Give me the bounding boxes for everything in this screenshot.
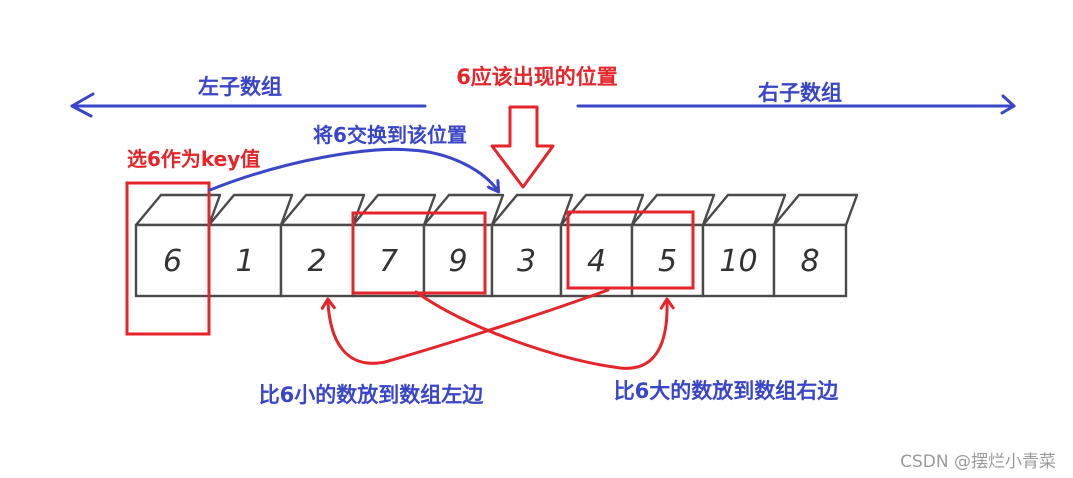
array-cell-value: 7 [379,244,398,279]
array-cell: 7 [351,193,437,298]
smaller-to-left-label: 比6小的数放到数组左边 [259,383,485,407]
array-cell: 2 [279,193,366,298]
select-pivot-label: 选6作为key值 [127,147,260,171]
right-subarray-label: 右子数组 [758,81,842,105]
array-cell-value: 4 [587,244,606,279]
array-cell-value: 2 [307,244,326,279]
array-cell: 9 [422,193,505,298]
array-cell-value: 10 [719,244,757,279]
array-cell: 4 [559,193,645,298]
array-cell-value: 5 [658,244,677,279]
pivot-highlight-box [125,181,211,336]
array-cell-value: 1 [235,244,254,279]
array-cell: 1 [207,193,294,298]
array-cell: 5 [630,193,716,298]
pivot-position-label: 6应该出现的位置 [456,65,618,89]
smaller-to-left-arrow [320,288,610,365]
array-cell: 6 [134,193,222,298]
pivot-position-down-arrow [490,105,555,189]
array-cell-value: 6 [163,244,182,279]
array-cell-value: 8 [800,244,819,279]
swap-to-position-label: 将6交换到该位置 [313,123,467,147]
array-cells: 6 1 2 7 9 3 4 5 10 8 [134,193,859,298]
larger-to-right-label: 比6大的数放到数组右边 [614,379,840,403]
right-subarray-arrow [576,94,1016,115]
csdn-watermark: CSDN @摆烂小青菜 [900,452,1056,472]
left-subarray-arrow [70,92,427,118]
smaller-elements-highlight-box [566,210,695,290]
array-cell-value: 9 [448,244,467,279]
array-cell-value: 3 [517,244,536,279]
array-cell: 8 [772,193,859,298]
larger-to-right-arrow [414,290,675,370]
swap-arrow-curve [208,147,498,191]
array-cell: 3 [490,193,574,298]
left-subarray-label: 左子数组 [198,75,282,99]
array-cell: 10 [701,193,787,298]
